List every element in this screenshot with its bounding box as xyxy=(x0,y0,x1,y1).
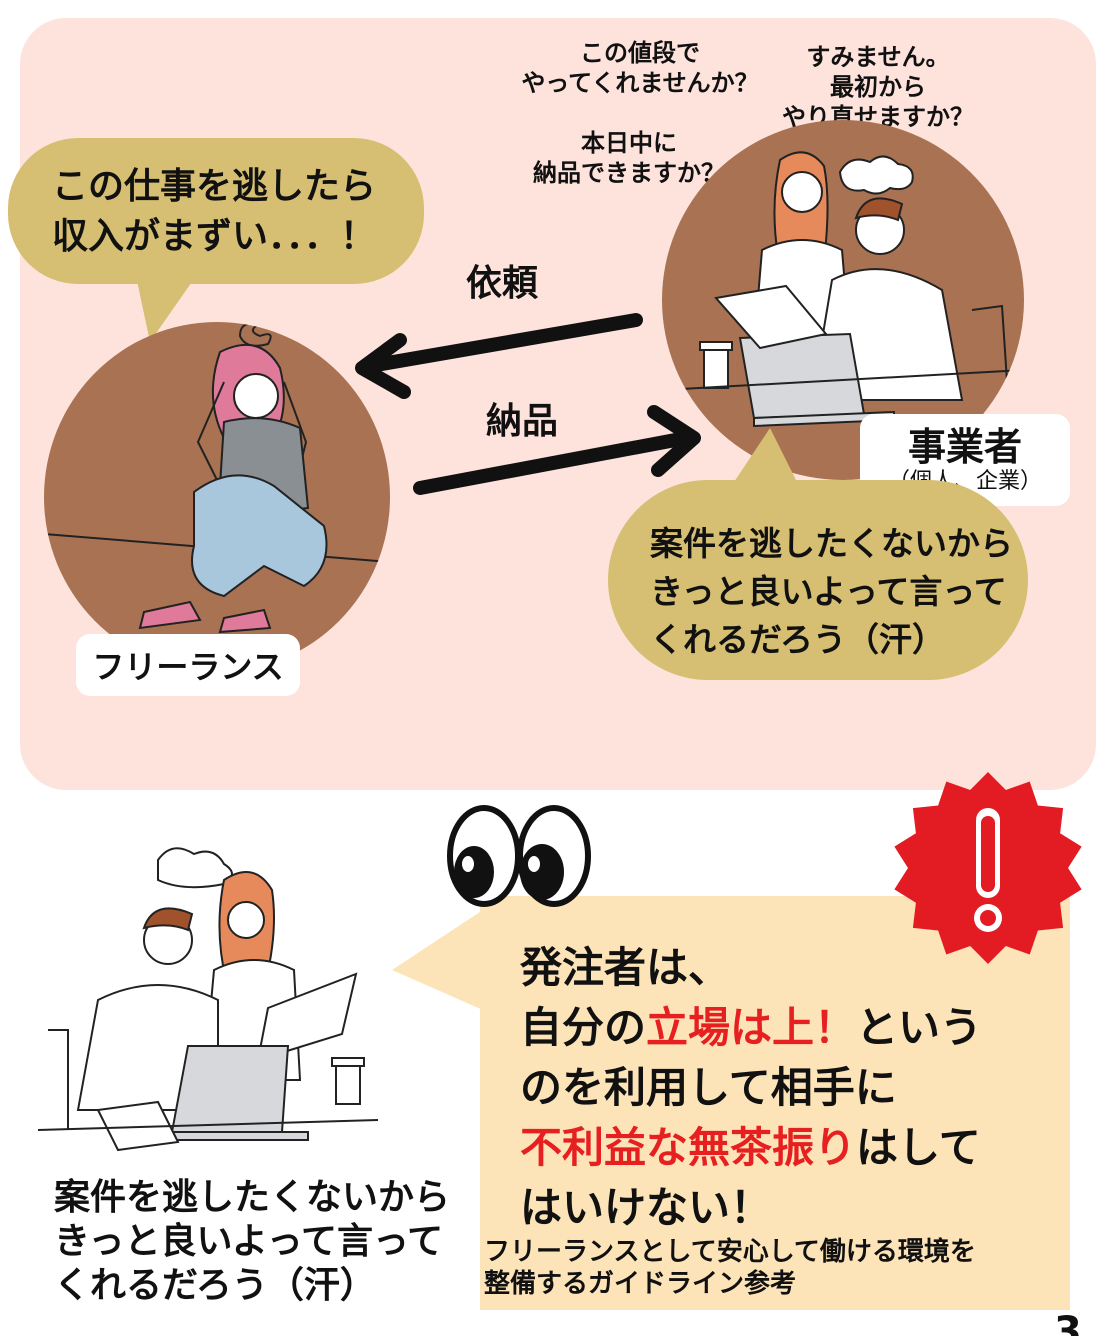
freelancer-label: フリーランス xyxy=(92,648,284,686)
main-message: 発注者は、 自分の立場は上！という のを利用して相手に 不利益な無茶振りはして … xyxy=(520,938,982,1238)
message-box xyxy=(480,896,1070,1310)
message-line-2: 自分の立場は上！という xyxy=(520,1003,983,1052)
eyes-icon xyxy=(447,805,591,907)
speech-today: 本日中に 納品できますか？ xyxy=(533,129,725,187)
message-line-4: 不利益な無茶振りはして xyxy=(520,1123,981,1172)
business-circle xyxy=(662,120,1024,480)
freelancer-circle xyxy=(44,322,390,672)
speech-price: この値段で やってくれませんか？ xyxy=(521,39,759,97)
business-label: 事業者 xyxy=(907,425,1022,469)
stressed-freelancer-illustration xyxy=(44,322,390,634)
emphasis-unreasonable: 不利益な無茶振り xyxy=(520,1123,857,1172)
business-bubble-tail xyxy=(730,428,800,488)
alert-badge-icon xyxy=(894,772,1082,964)
business-thought-bubble xyxy=(608,480,1028,680)
message-line-1: 発注者は、 xyxy=(520,943,731,992)
business-thought: 案件を逃したくないから きっと良いよって言って くれるだろう（汗） xyxy=(650,524,1013,659)
delivery-label: 納品 xyxy=(486,401,559,442)
page-number: 3 xyxy=(1054,1312,1082,1336)
emphasis-position: 立場は上！ xyxy=(646,1003,857,1052)
message-line-3: のを利用して相手に xyxy=(520,1063,897,1112)
message-box-pointer xyxy=(392,904,492,1014)
freelancer-thought: この仕事を逃したら 収入がまずい．．．！ xyxy=(52,166,377,257)
freelancer-label-box: フリーランス xyxy=(76,634,300,696)
guideline-reference: フリーランスとして安心して働ける環境を 整備するガイドライン参考 xyxy=(484,1237,976,1299)
delivery-arrow xyxy=(413,405,701,495)
request-arrow xyxy=(355,313,643,399)
freelancer-thought-bubble xyxy=(8,138,424,284)
business-people-illustration xyxy=(662,151,1024,428)
request-label: 依頼 xyxy=(466,263,539,304)
bottom-left-note: 案件を逃したくないから きっと良いよって言って くれるだろう（汗） xyxy=(54,1177,451,1306)
message-line-5: はいけない！ xyxy=(520,1183,773,1232)
freelancer-bubble-tail xyxy=(136,276,196,342)
speech-redo: すみません。 最初から やり直せますか？ xyxy=(782,43,974,131)
office-people-illustration xyxy=(38,847,378,1152)
